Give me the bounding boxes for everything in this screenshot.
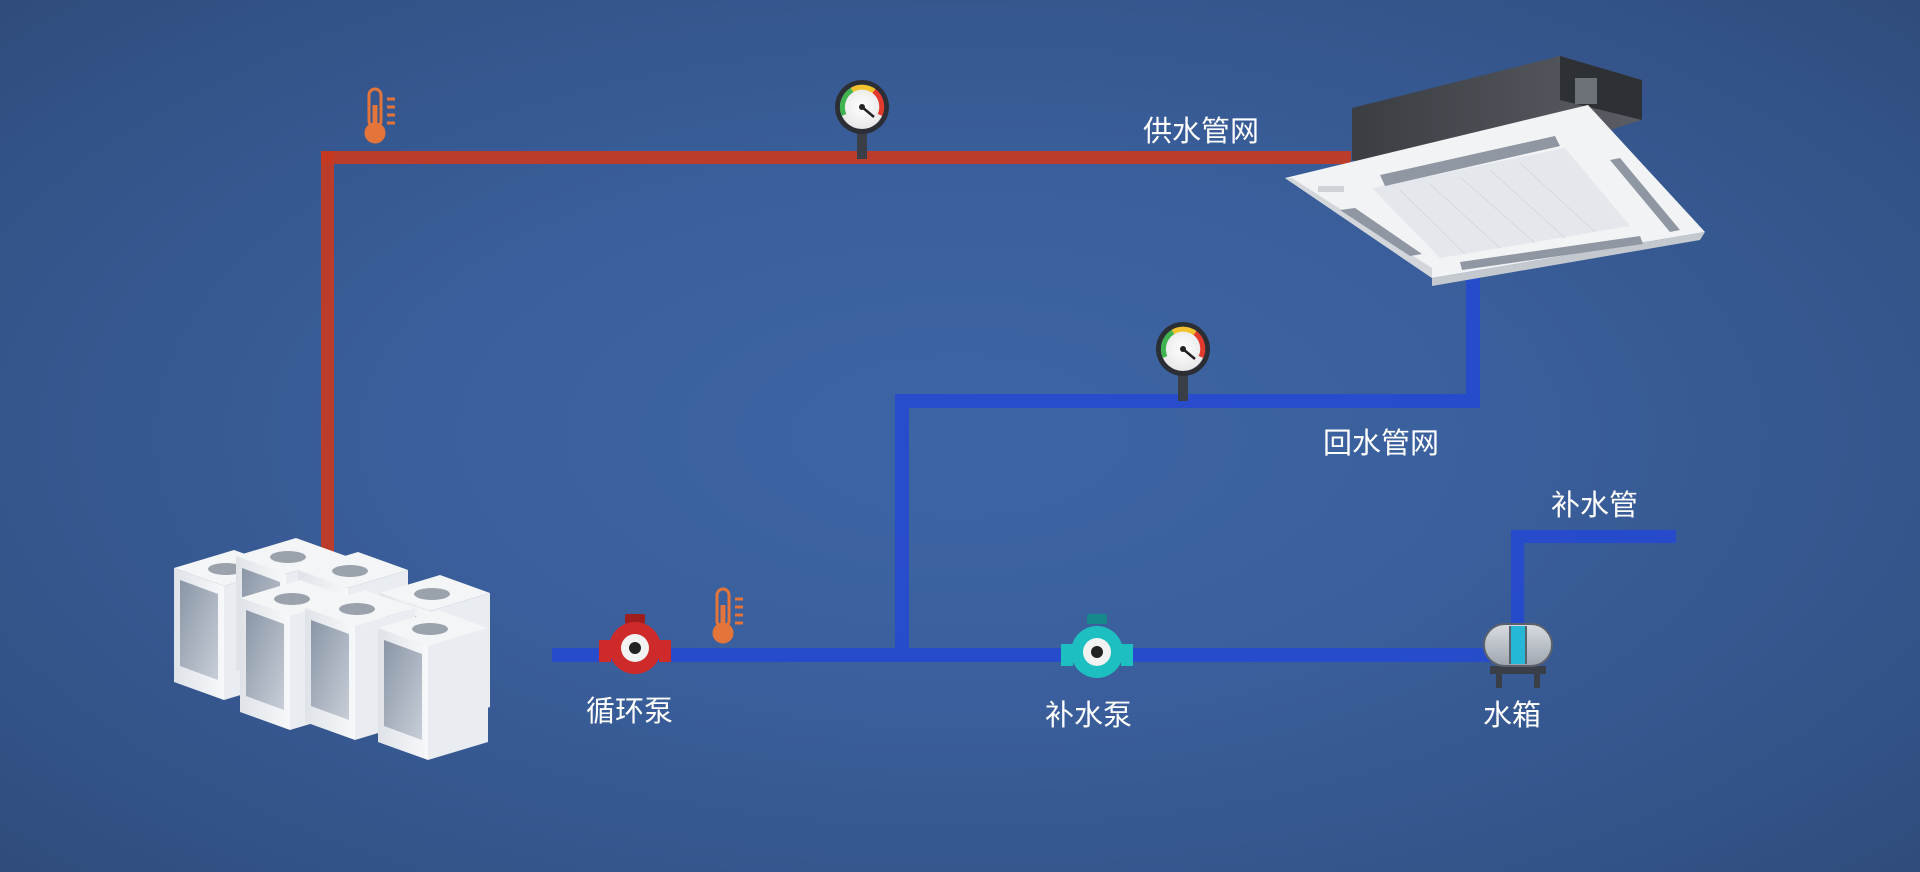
- water-tank-label: 水箱: [1483, 698, 1542, 732]
- circulation-pump-icon: [599, 614, 671, 674]
- pressure-gauge-icon: [1156, 322, 1210, 401]
- makeup-pump-label: 补水泵: [1045, 698, 1133, 732]
- makeup-pump-icon: [1061, 614, 1133, 678]
- return-network-label: 回水管网: [1323, 426, 1440, 460]
- makeup-pipe: [1511, 530, 1676, 635]
- water-tank-icon: [1483, 623, 1553, 688]
- thermometer-icon: [364, 87, 395, 144]
- supply-network-label: 供水管网: [1143, 114, 1260, 148]
- thermometer-icon: [712, 587, 743, 644]
- supply-pipe: [321, 151, 1351, 562]
- heat-pump-unit: [174, 538, 490, 760]
- circulation-pump-label: 循环泵: [586, 694, 674, 728]
- makeup-pipe-label: 补水管: [1551, 488, 1639, 522]
- pressure-gauge-icon: [835, 80, 889, 159]
- return-pipe: [552, 270, 1504, 662]
- ceiling-cassette-unit: [1285, 56, 1705, 286]
